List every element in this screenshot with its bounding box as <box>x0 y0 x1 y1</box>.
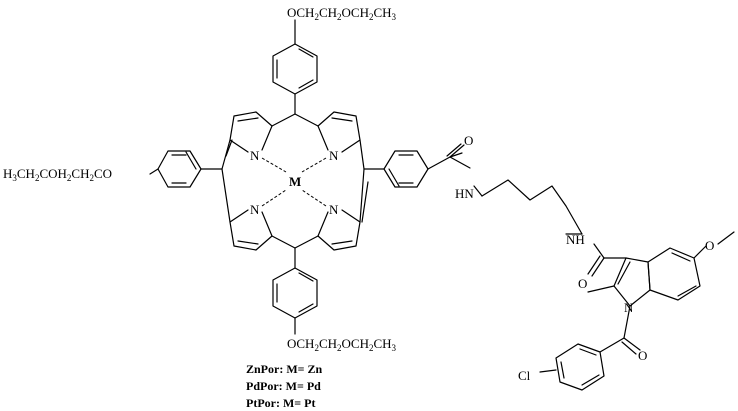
pyrrole-n-top-left: N <box>250 148 260 163</box>
legend-line-3: PtPor: M= Pt <box>246 396 315 410</box>
chlorine-atom: Cl <box>518 368 531 383</box>
chlorophenyl-ring: Cl <box>518 343 605 391</box>
legend-line-1: ZnPor: M= Zn <box>246 362 322 376</box>
bottom-substituent: OCH2CH2OCH2CH3 <box>287 336 397 353</box>
right-phenyl-ring <box>363 150 451 188</box>
bottom-phenyl-ring <box>272 247 318 335</box>
top-substituent: OCH2CH2OCH2CH3 <box>287 5 397 22</box>
pyrrole-n-bottom-left: N <box>250 202 260 217</box>
metal-center: M <box>289 174 301 189</box>
amide-oxygen-1: O <box>464 133 473 148</box>
metal-legend: ZnPor: M= Zn PdPor: M= Pd PtPor: M= Pt <box>246 362 322 410</box>
methoxy-oxygen: O <box>705 238 714 253</box>
amide-oxygen-2: O <box>578 276 587 291</box>
porphyrin-core: N N N N M <box>221 111 369 251</box>
amide-nh-2: NH <box>566 232 585 247</box>
indole-system: O N O <box>587 231 735 363</box>
indole-nitrogen: N <box>624 300 634 315</box>
top-phenyl-ring <box>272 19 318 115</box>
pyrrole-n-top-right: N <box>329 148 339 163</box>
pyrrole-n-bottom-right: N <box>329 202 339 217</box>
amide-nh-1: HN <box>455 186 474 201</box>
legend-line-2: PdPor: M= Pd <box>246 379 321 393</box>
amide-linker: O HN NH O <box>446 133 627 291</box>
left-phenyl-ring <box>149 150 223 188</box>
left-substituent: H3CH2COH2CH2CO <box>3 166 112 183</box>
benzoyl-oxygen: O <box>638 348 647 363</box>
